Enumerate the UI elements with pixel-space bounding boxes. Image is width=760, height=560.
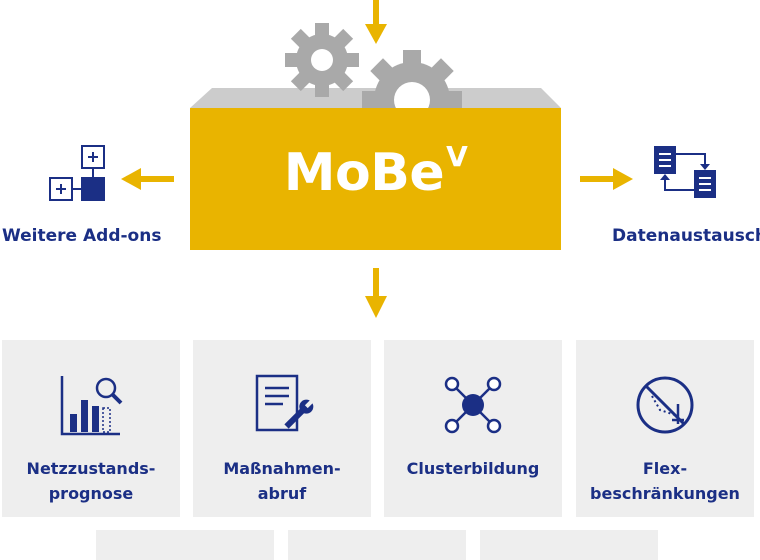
module-label: Flex- beschränkungen <box>590 459 740 503</box>
module-tile-partial <box>480 530 658 560</box>
bar-chart-search-icon <box>60 376 123 436</box>
small-gear-icon <box>285 23 359 97</box>
right-node-label: Datenaustausch <box>612 226 760 246</box>
mobev-system-box: MoBeV <box>190 108 561 250</box>
module-tile-partial <box>288 530 466 560</box>
module-tile-clusterbildung: Clusterbildung <box>384 340 562 517</box>
brand-title-text: MoBe <box>283 143 445 203</box>
document-wrench-icon <box>255 374 314 432</box>
arrow-down-out <box>365 268 387 318</box>
module-tile-partial <box>96 530 274 560</box>
prohibited-chart-icon <box>636 376 694 434</box>
module-label: Clusterbildung <box>406 459 540 478</box>
module-tile-flexbeschraenkungen: Flex- beschränkungen <box>576 340 754 517</box>
arrow-left-out <box>121 168 174 190</box>
data-exchange-icon <box>654 146 716 198</box>
network-cluster-icon <box>444 376 502 434</box>
module-label: Maßnahmen- abruf <box>223 459 341 503</box>
arrow-top-in <box>365 0 387 44</box>
module-tile-netzzustandsprognose: Netzzustands- prognose <box>2 340 180 517</box>
add-ons-icon <box>49 145 105 201</box>
module-label: Netzzustands- prognose <box>26 459 156 503</box>
brand-superscript: V <box>446 140 468 173</box>
arrow-right-out <box>580 168 633 190</box>
brand-title: MoBeV <box>283 140 468 203</box>
left-node-label: Weitere Add-ons <box>2 226 162 246</box>
module-tile-massnahmenabruf: Maßnahmen- abruf <box>193 340 371 517</box>
